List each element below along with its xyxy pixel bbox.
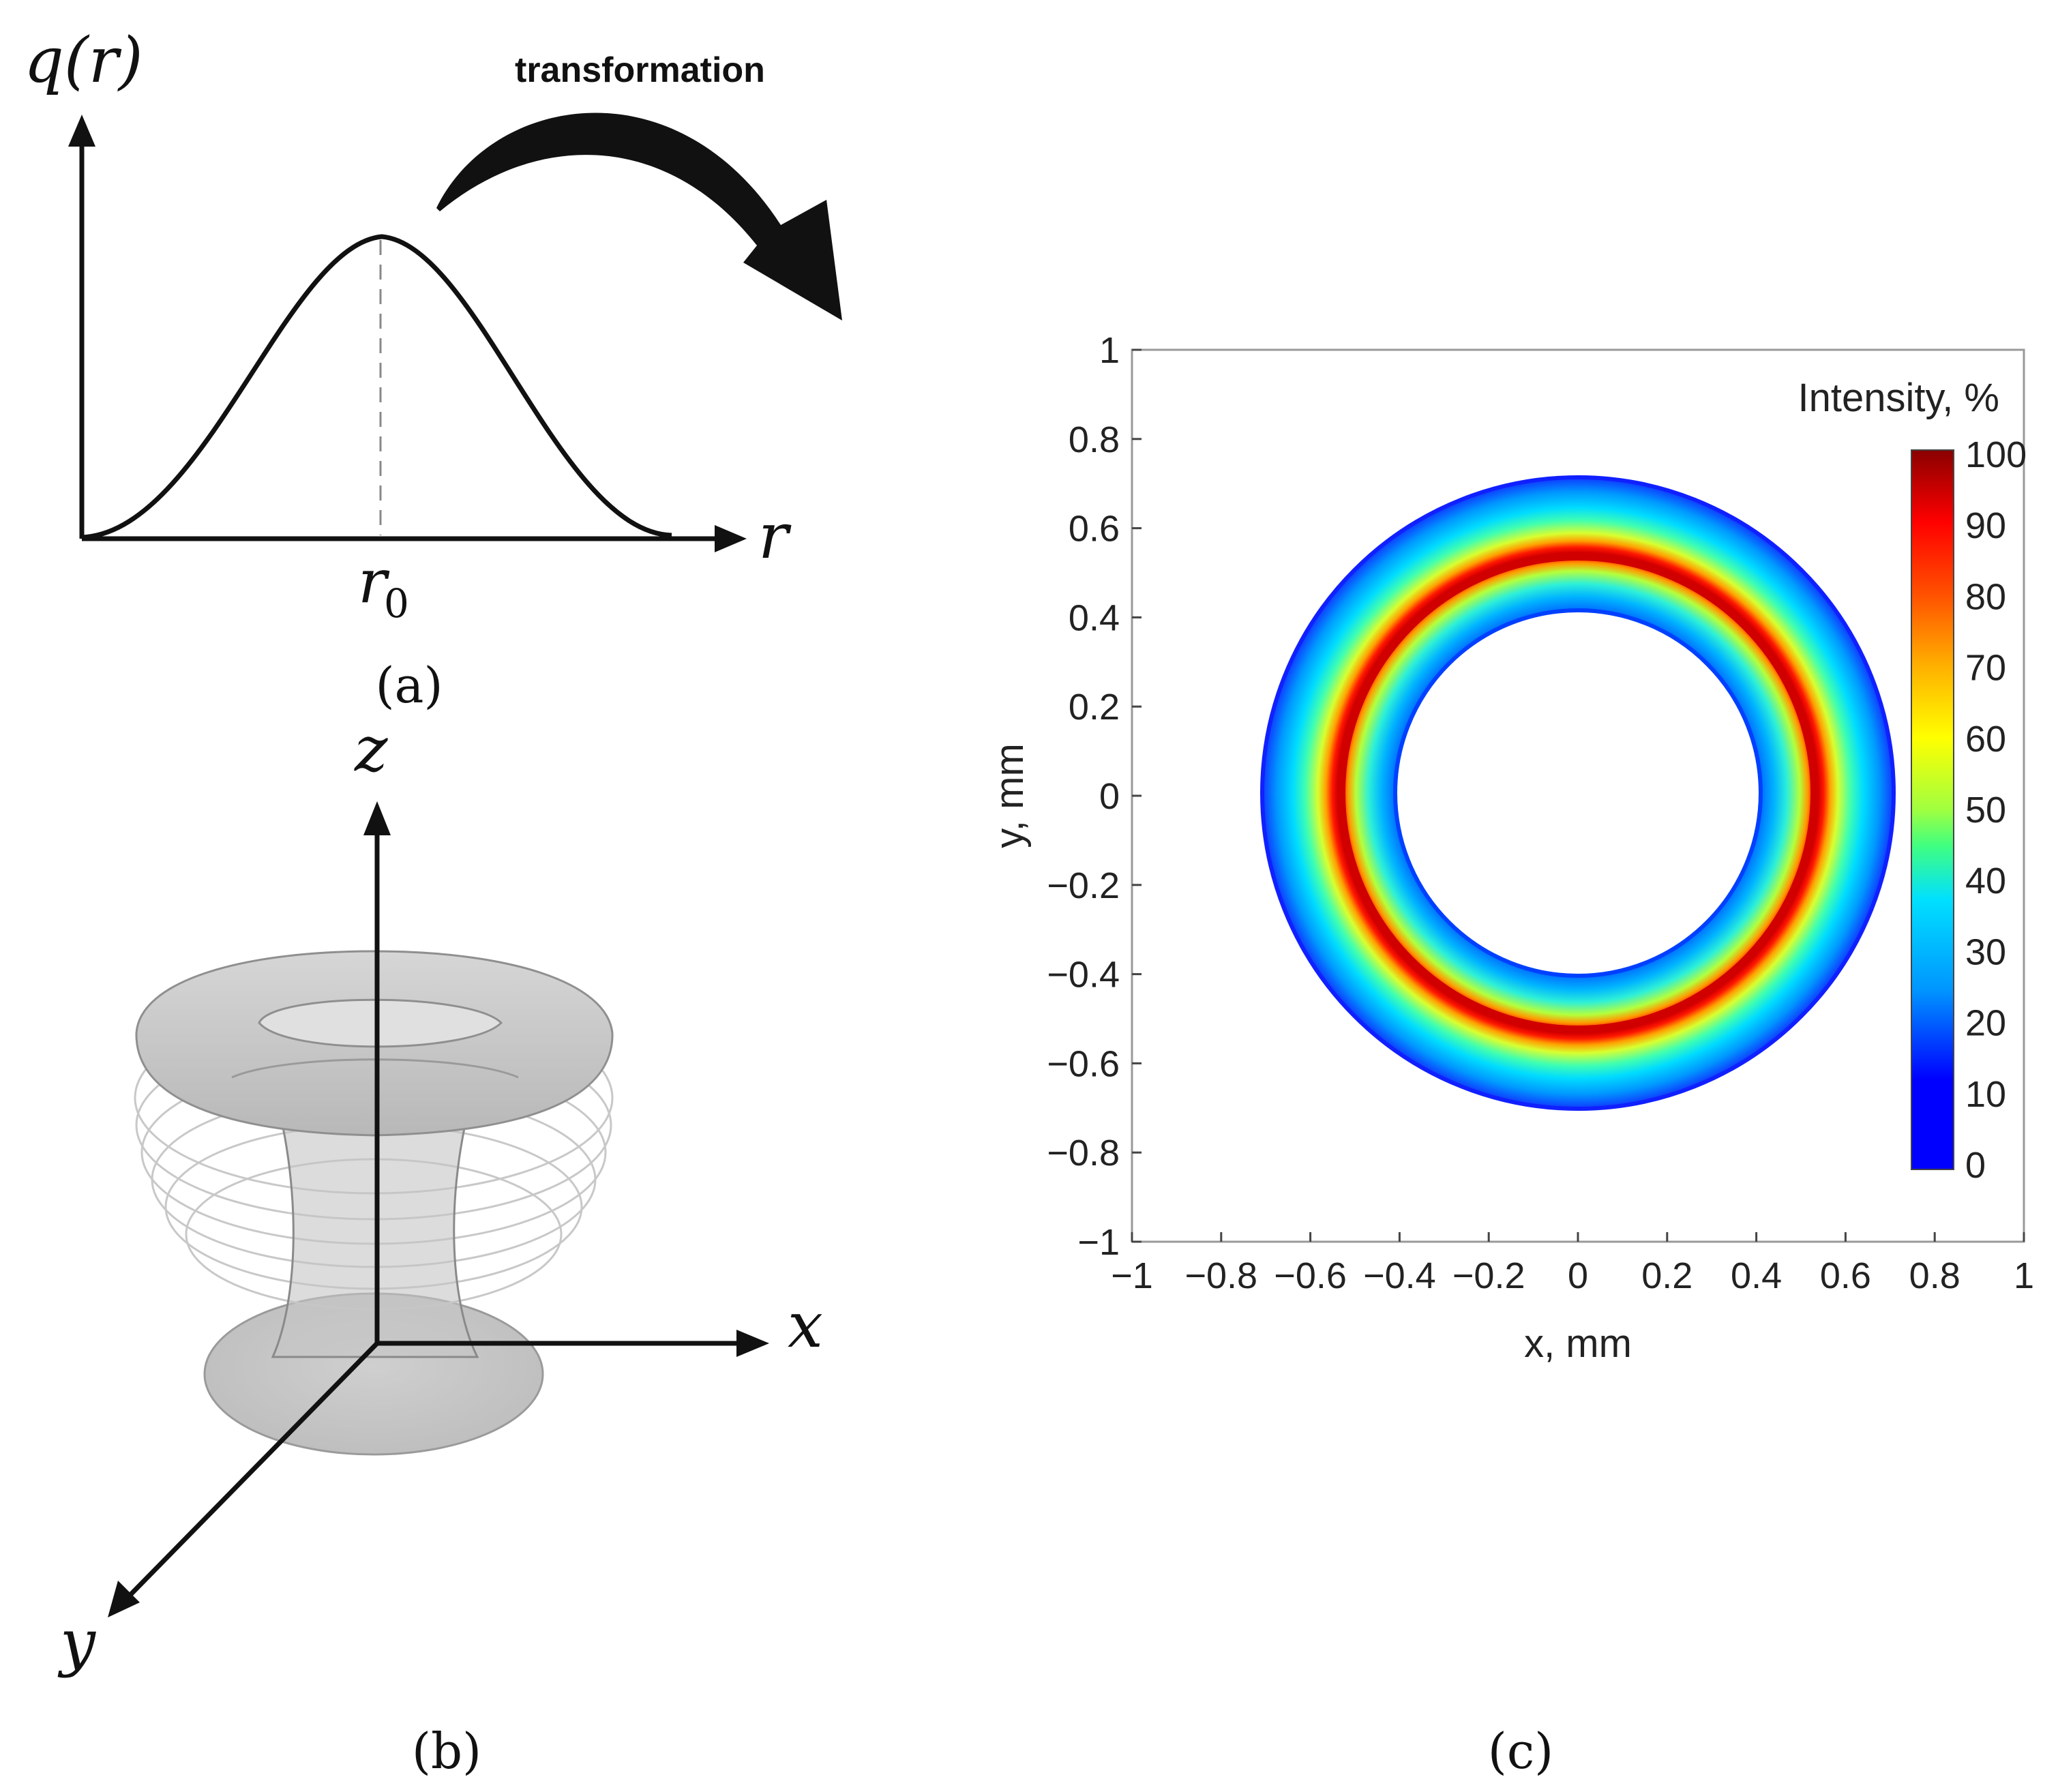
panel-c: −1 −0.8 −0.6 −0.4 −0.2 0 0.2 0.4 0.6 0.8 1 1 0.8 0.6… [987,330,2034,1780]
colorbar-tick-label: 0 [1965,1145,1986,1186]
intensity-ring [1261,476,1895,1110]
panel-b-y-arrowhead [108,1581,140,1617]
colorbar-tick-label: 70 [1965,648,2006,689]
panel-a-peak-label: r [358,546,390,616]
x-tick-label: 1 [2014,1255,2034,1296]
panel-a-x-axis-label: r [758,500,792,573]
panel-b-x-arrowhead [736,1330,769,1357]
panel-a-gaussian-curve [81,234,672,540]
x-tick-label: 0.4 [1731,1255,1782,1296]
x-tick-label: 0 [1568,1255,1588,1296]
y-tick-label: −0.8 [1047,1133,1120,1174]
intensity-ring-peak [1337,552,1819,1034]
intensity-ring-inner-edge [1393,608,1763,978]
y-tick-label: 1 [1099,330,1120,371]
y-tick-label: 0.2 [1069,687,1120,728]
x-axis-title: x, mm [1524,1321,1632,1366]
y-tick-label: −1 [1077,1222,1120,1263]
y-tick-label: −0.6 [1047,1043,1120,1084]
colorbar [1911,449,1954,1170]
panel-a-y-axis-label: q(r) [24,24,143,97]
colorbar-tick-label: 20 [1965,1003,2006,1044]
colorbar-tick-label: 60 [1965,719,2006,760]
panel-b-z-label: z [354,713,388,786]
y-axis-ticks: 1 0.8 0.6 0.4 0.2 0 −0.2 −0.4 −0.6 −0.8 −1 [1047,330,1142,1263]
y-tick-label: −0.2 [1047,865,1120,906]
x-tick-label: −0.4 [1363,1255,1436,1296]
colorbar-tick-label: 80 [1965,576,2006,617]
x-tick-label: −0.8 [1184,1255,1257,1296]
y-axis-title: y, mm [987,743,1032,848]
colorbar-tick-label: 10 [1965,1074,2006,1115]
intensity-ring-outer-edge [1260,475,1896,1111]
panel-a-y-arrowhead [68,115,95,147]
colorbar-tick-label: 50 [1965,790,2006,831]
x-tick-label: 0.8 [1909,1255,1960,1296]
panel-a: q(r) r r 0 transformation (a) [24,24,842,714]
x-tick-label: 0.6 [1820,1255,1871,1296]
panel-b-x-label: x [788,1289,823,1362]
panel-b-y-label: y [57,1606,96,1679]
panel-b-z-arrowhead [363,801,391,835]
panel-a-caption: (a) [375,657,443,714]
beam-torus-hole [258,998,503,1048]
x-tick-label: −0.6 [1274,1255,1347,1296]
colorbar-title: Intensity, % [1798,376,2000,420]
colorbar-tick-label: 90 [1965,505,2006,546]
panel-c-caption: (c) [1488,1722,1554,1780]
panel-b-y-axis [128,1341,379,1598]
colorbar-tick-label: 40 [1965,861,2006,901]
panel-b-caption: (b) [412,1722,481,1780]
x-tick-label: −1 [1111,1255,1153,1296]
y-tick-label: −0.4 [1047,955,1120,996]
transformation-label: transformation [515,50,765,90]
colorbar-tick-label: 30 [1965,931,2006,972]
panel-a-peak-label-sub: 0 [384,580,409,627]
colorbar-tick-label: 100 [1965,434,2027,475]
transformation-arrow-icon [436,113,842,321]
x-tick-label: −0.2 [1452,1255,1525,1296]
y-tick-label: 0.8 [1069,419,1120,460]
x-axis-ticks: −1 −0.8 −0.6 −0.4 −0.2 0 0.2 0.4 0.6 0.8 1 [1111,1232,2034,1296]
y-tick-label: 0.6 [1069,509,1120,550]
panel-b: z x y (b) [57,713,823,1780]
x-tick-label: 0.2 [1641,1255,1692,1296]
panel-a-x-arrowhead [715,525,747,552]
y-tick-label: 0 [1099,776,1120,817]
y-tick-label: 0.4 [1069,597,1120,638]
